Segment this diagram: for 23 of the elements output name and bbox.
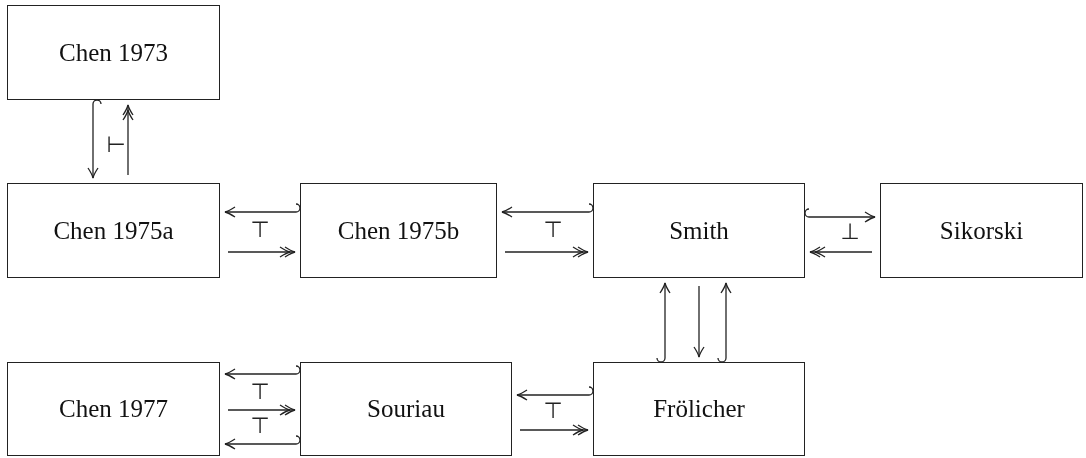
text-box [7,362,220,456]
box-label: Chen 1977 [59,395,168,423]
box-label: Chen 1975b [337,216,460,245]
box-label: Frölicher [653,395,745,423]
text-box [7,5,220,100]
adjunction-symbol: ⊤ [543,400,563,422]
box-label: Souriau [367,395,445,423]
text-box [593,362,805,456]
adjunction-symbol: ⊤ [250,415,270,437]
adjunction-symbol: ⊤ [250,381,270,403]
box-label: Smith [669,216,729,245]
adjunction-symbol: ⊢ [106,134,126,156]
text-box [7,183,220,278]
text-box [300,183,497,278]
box-label: Sikorski [939,216,1024,245]
box-label: Chen 1975a [53,216,174,245]
text-box [300,362,512,456]
box-label: Chen 1973 [59,38,168,67]
adjunction-symbol: ⊤ [250,219,270,241]
text-box [880,183,1083,278]
adjunction-symbol: ⊤ [543,219,563,241]
text-box [593,183,805,278]
adjunction-symbol: ⊥ [840,221,860,243]
